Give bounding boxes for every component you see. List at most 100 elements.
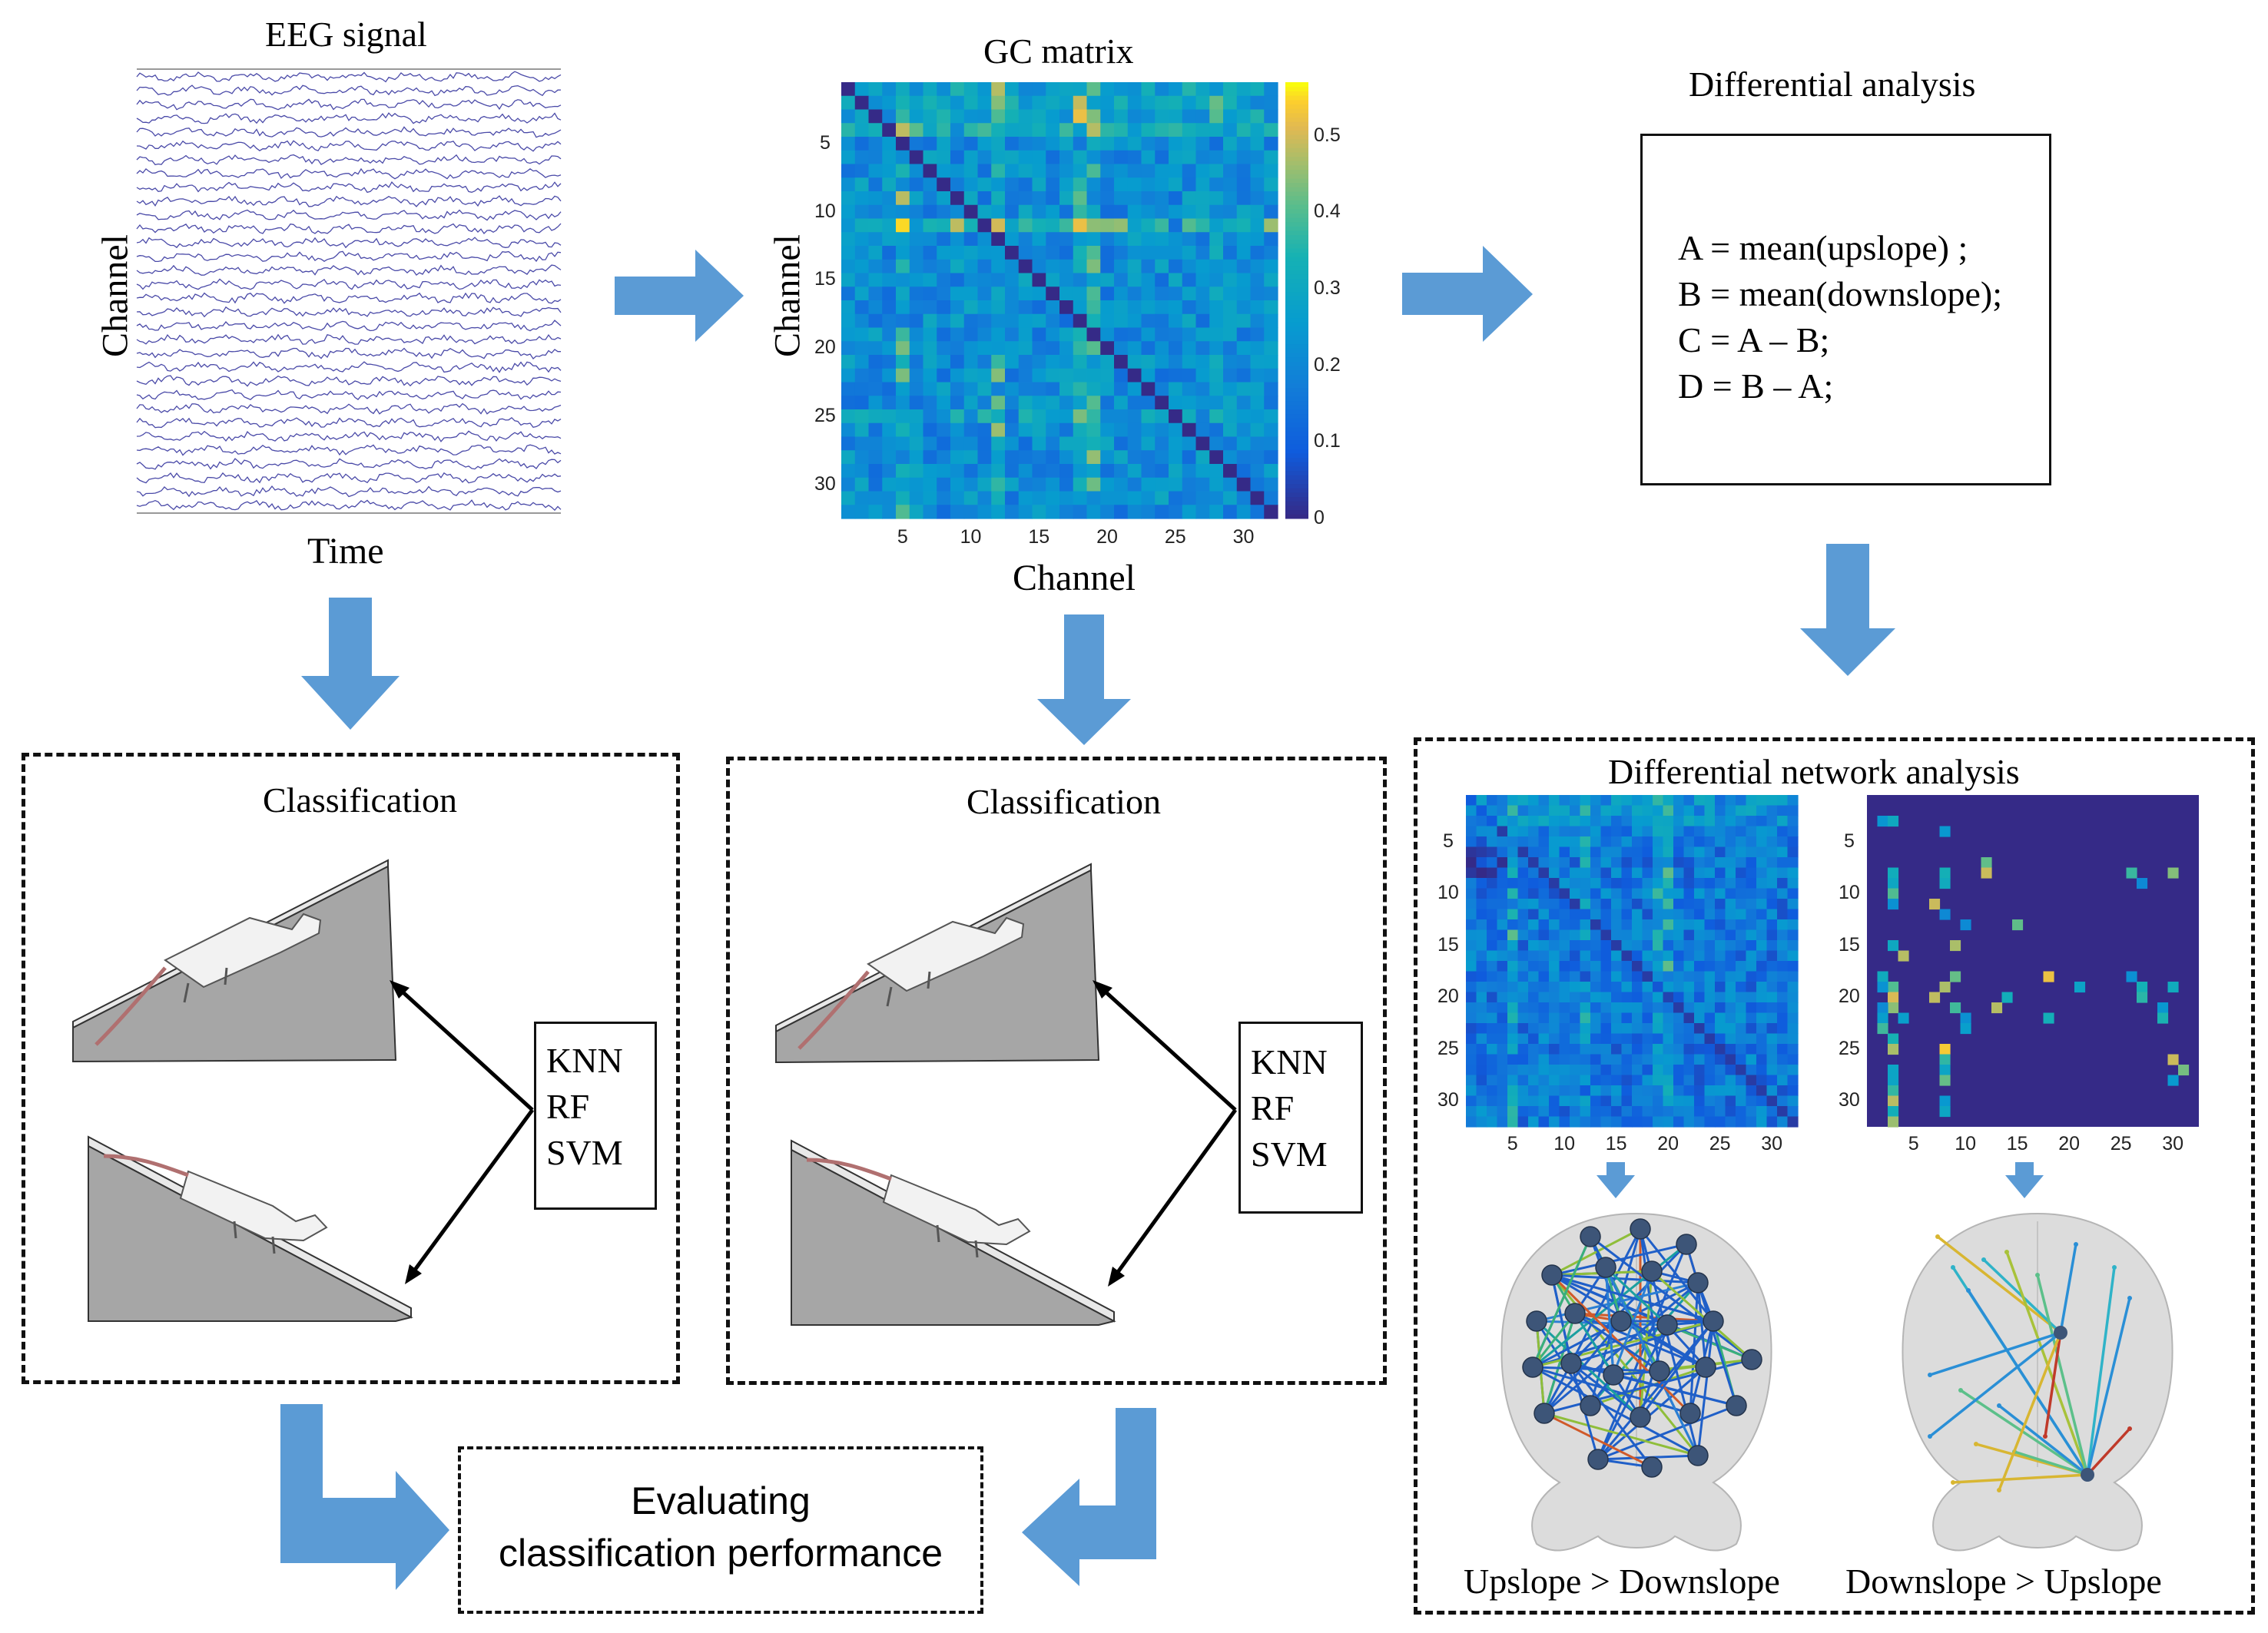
net-left-cell bbox=[1476, 826, 1487, 837]
gc-cell bbox=[1100, 409, 1115, 424]
net-left-cell bbox=[1736, 888, 1747, 899]
gc-cell bbox=[1182, 191, 1197, 206]
net-left-cell bbox=[1538, 992, 1550, 1003]
gc-cell bbox=[1169, 450, 1183, 465]
gc-cell bbox=[1182, 327, 1197, 342]
brain-edge bbox=[1551, 1274, 1714, 1323]
gc-colorbar-step bbox=[1285, 309, 1308, 314]
net-left-cell bbox=[1580, 836, 1591, 848]
net-left-cell bbox=[1570, 992, 1581, 1003]
net-left-cell bbox=[1632, 846, 1643, 858]
net-left-cell bbox=[1673, 1012, 1685, 1024]
net-left-cell bbox=[1466, 867, 1477, 879]
gc-colorbar-step bbox=[1285, 483, 1308, 489]
gc-cell bbox=[1169, 287, 1183, 301]
gc-cell bbox=[1005, 82, 1020, 97]
net-left-cell bbox=[1538, 909, 1550, 920]
gc-cell bbox=[1127, 368, 1142, 383]
gc-cell bbox=[1141, 95, 1156, 111]
net-left-cell bbox=[1673, 795, 1685, 807]
gc-cell bbox=[1127, 464, 1142, 479]
gc-colorbar-step bbox=[1285, 169, 1308, 174]
gc-cell bbox=[1059, 191, 1074, 206]
net-left-cell bbox=[1517, 1075, 1529, 1086]
net-left-cell bbox=[1632, 940, 1643, 952]
gc-cell bbox=[854, 123, 870, 137]
net-left-cell bbox=[1766, 888, 1778, 899]
net-left-cell bbox=[1590, 1054, 1602, 1065]
gc-cell bbox=[1209, 137, 1224, 151]
gc-cell bbox=[923, 109, 937, 124]
gc-cell bbox=[1073, 246, 1088, 260]
gc-cell bbox=[1005, 477, 1020, 492]
net-left-cell bbox=[1787, 1075, 1799, 1086]
gc-cell bbox=[1073, 464, 1088, 479]
net-left-cell bbox=[1497, 1054, 1508, 1065]
net-left-cell bbox=[1507, 899, 1519, 910]
gc-cell bbox=[854, 246, 870, 260]
gc-cell bbox=[1059, 287, 1074, 301]
gc-cell bbox=[882, 409, 897, 424]
gc-cell bbox=[1086, 246, 1101, 260]
gc-cell bbox=[868, 313, 883, 329]
gc-cell bbox=[1264, 218, 1278, 233]
net-left-cell bbox=[1715, 961, 1726, 972]
eeg-xlabel: Time bbox=[307, 531, 384, 571]
net-left-cell bbox=[1600, 857, 1612, 869]
gc-cell bbox=[1127, 246, 1142, 260]
gc-cell bbox=[1046, 355, 1060, 369]
gc-cell bbox=[896, 409, 910, 424]
gc-cell bbox=[1127, 396, 1142, 410]
gc-cell bbox=[1236, 191, 1252, 206]
net-left-cell bbox=[1466, 1012, 1477, 1024]
gc-cell bbox=[882, 191, 897, 206]
net-left-cell bbox=[1538, 805, 1550, 816]
net-right-cell bbox=[1960, 919, 1971, 931]
gc-cell bbox=[950, 341, 965, 356]
gc-cell bbox=[1127, 123, 1142, 137]
gc-cell bbox=[977, 341, 992, 356]
gc-cell bbox=[896, 436, 910, 451]
net-left-cell bbox=[1756, 992, 1768, 1003]
net-right-cell bbox=[2126, 971, 2137, 982]
net-left-cell bbox=[1653, 1075, 1664, 1086]
brain-node bbox=[1595, 1257, 1616, 1278]
net-left-cell bbox=[1497, 919, 1508, 931]
gc-cell bbox=[950, 218, 965, 233]
net-left-cell bbox=[1715, 1002, 1726, 1014]
gc-cell bbox=[1223, 300, 1238, 315]
net-left-cell bbox=[1476, 899, 1487, 910]
gc-cell bbox=[1046, 300, 1060, 315]
gc-cell bbox=[1114, 396, 1129, 410]
net-left-cell bbox=[1621, 1085, 1633, 1097]
gc-cell bbox=[896, 300, 910, 315]
gc-cell bbox=[1195, 368, 1210, 383]
gc-cell bbox=[1032, 409, 1046, 424]
eeg-trace bbox=[136, 209, 562, 221]
net-left-cell bbox=[1590, 1023, 1602, 1035]
arrow-network-right-small bbox=[2005, 1162, 2044, 1198]
net-right-cell bbox=[1939, 1075, 1951, 1086]
gc-cell bbox=[868, 368, 883, 383]
net-left-cell bbox=[1673, 846, 1685, 858]
gc-cell bbox=[1127, 341, 1142, 356]
gc-cell bbox=[1209, 273, 1224, 287]
eeg-trace bbox=[136, 375, 562, 387]
net-left-cell bbox=[1787, 1033, 1799, 1045]
brain-node bbox=[1522, 1356, 1544, 1378]
net-left-cell bbox=[1704, 836, 1716, 848]
gc-cell bbox=[1195, 436, 1210, 451]
gc-cell bbox=[991, 450, 1006, 465]
net-left-cell bbox=[1632, 836, 1643, 848]
net-left-cell bbox=[1736, 1116, 1747, 1128]
gc-cell bbox=[868, 164, 883, 178]
gc-cell bbox=[1032, 341, 1046, 356]
net-left-cell bbox=[1476, 1002, 1487, 1014]
brain-node bbox=[1610, 1310, 1632, 1332]
net-left-cell bbox=[1642, 950, 1653, 962]
net-left-cell bbox=[1507, 1075, 1519, 1086]
net-left-cell bbox=[1653, 846, 1664, 858]
gc-cell bbox=[937, 204, 951, 220]
gc-cell bbox=[1114, 313, 1129, 329]
net-left-cell bbox=[1559, 1012, 1570, 1024]
